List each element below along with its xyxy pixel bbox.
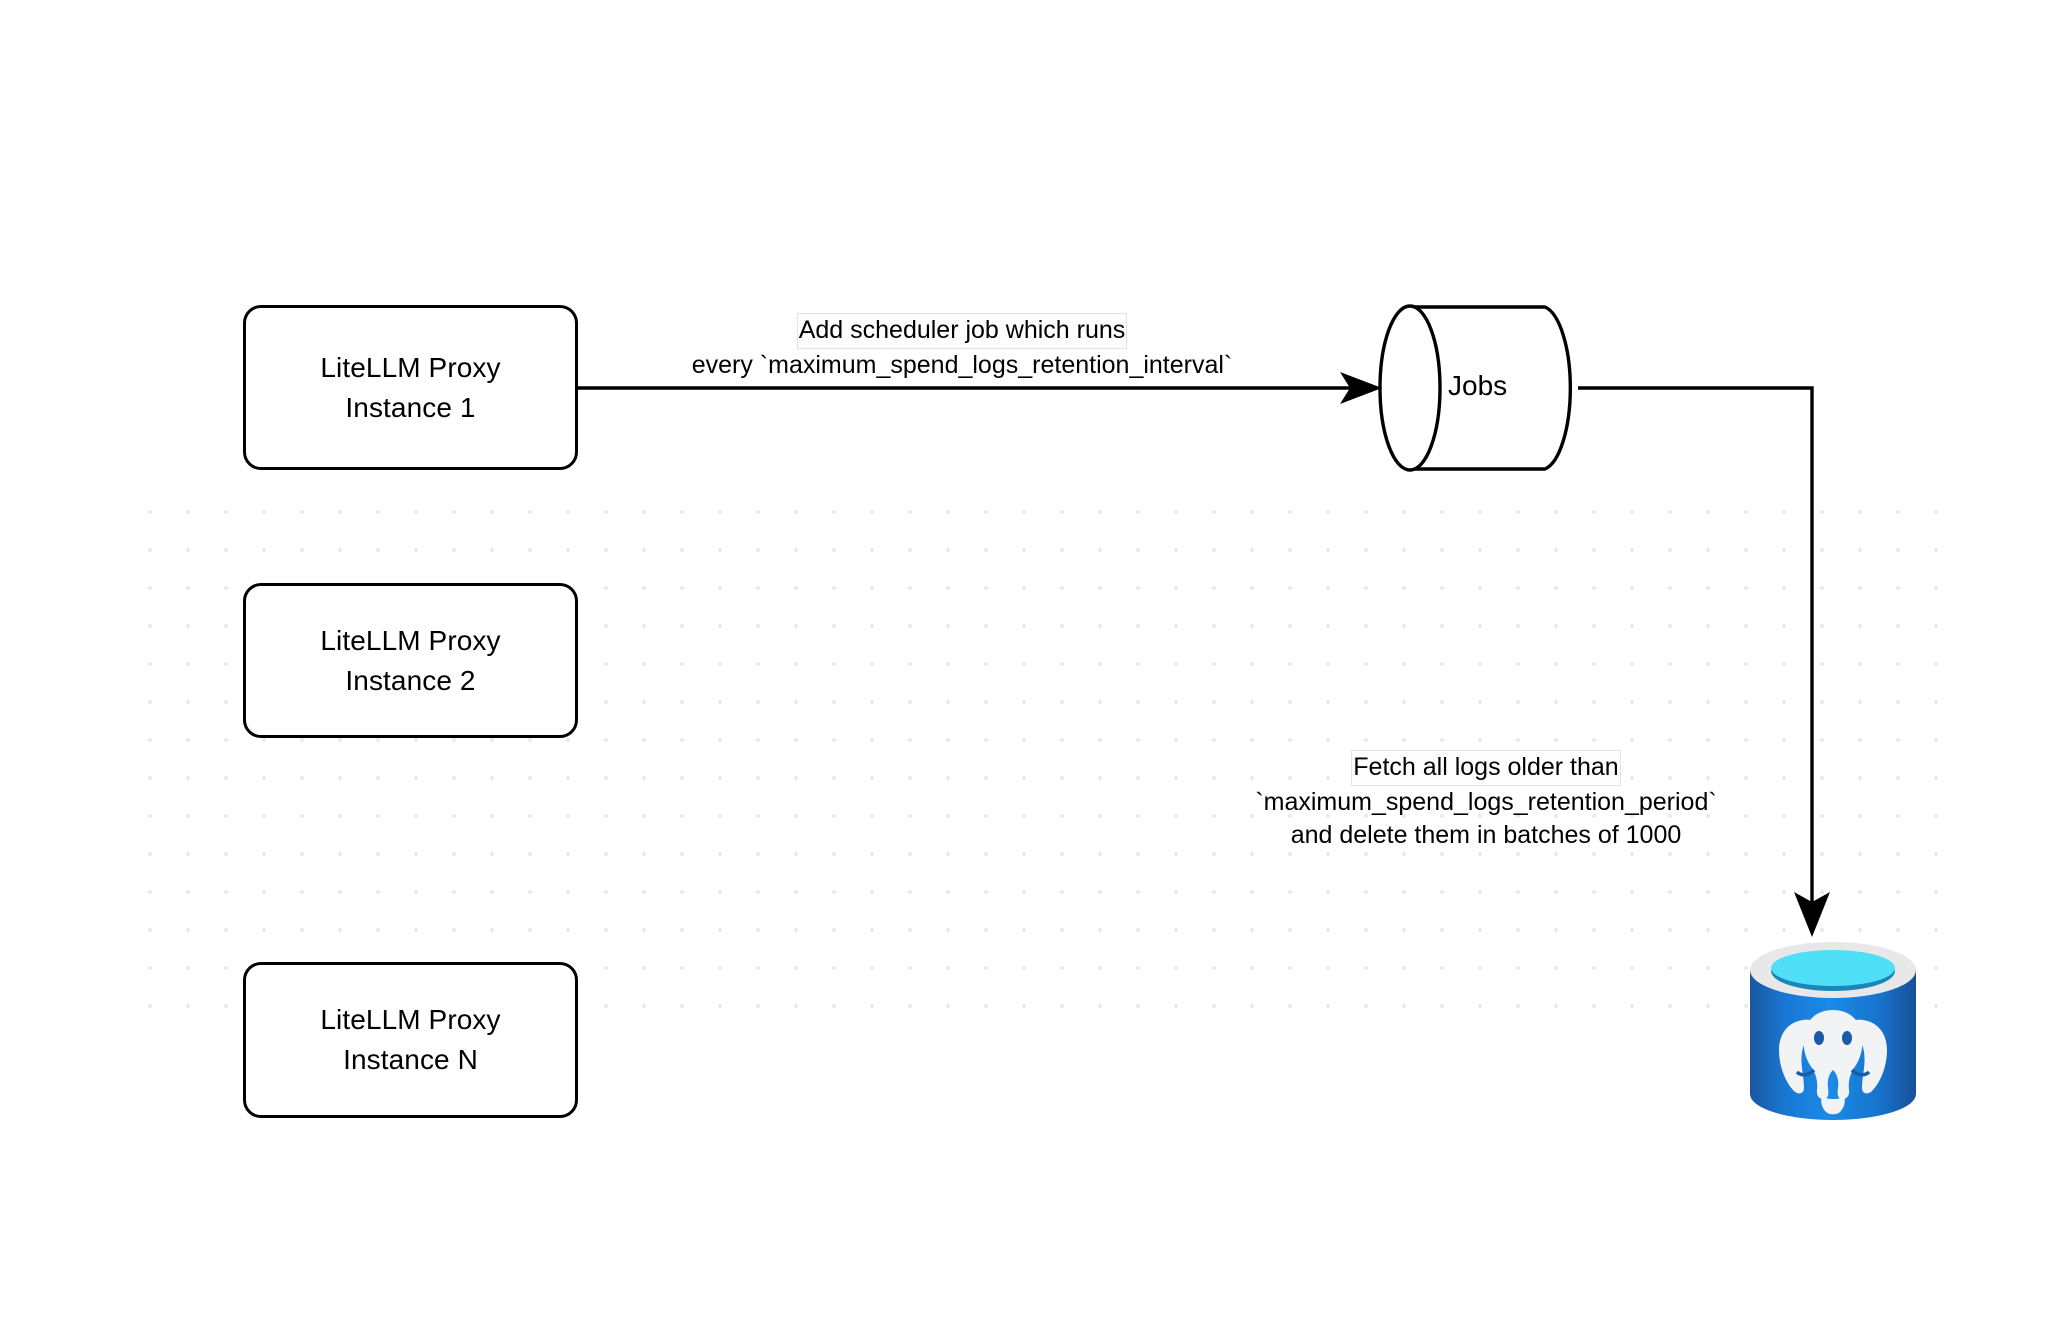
node-label-line: Instance 1 <box>345 391 476 423</box>
edge-label-line-highlighted: Add scheduler job which runs <box>796 313 1128 349</box>
node-proxy-instance-1[interactable]: LiteLLM Proxy Instance 1 <box>243 305 578 470</box>
node-label-line: Instance N <box>343 1044 478 1075</box>
edge-label-line: every `maximum_spend_logs_retention_inte… <box>691 350 1233 379</box>
node-label-line: Instance 2 <box>345 664 476 696</box>
edge-label-scheduler: Add scheduler job which runs every `maxi… <box>612 313 1312 382</box>
node-proxy-instance-2[interactable]: LiteLLM Proxy Instance 2 <box>243 583 578 738</box>
node-jobs-label: Jobs <box>1448 370 1508 401</box>
postgres-elephant-eyes <box>1814 1031 1852 1045</box>
edge-label-line-highlighted: Fetch all logs older than <box>1351 750 1621 786</box>
jobs-cylinder-shape <box>1378 304 1572 472</box>
edge-label-line: and delete them in batches of 1000 <box>1290 821 1682 849</box>
edge-label-line: `maximum_spend_logs_retention_period` <box>1255 787 1717 816</box>
node-label-line: LiteLLM Proxy <box>320 1004 501 1036</box>
node-label-line: LiteLLM Proxy <box>320 351 501 383</box>
postgres-elephant-tusks <box>1795 1068 1871 1077</box>
edge-label-retention: Fetch all logs older than `maximum_spend… <box>1246 750 1726 853</box>
edge-scheduler-arrow <box>578 372 1382 404</box>
node-label-line: LiteLLM Proxy <box>320 624 501 656</box>
postgres-database-icon[interactable] <box>1744 936 1922 1126</box>
node-proxy-instance-n[interactable]: LiteLLM Proxy Instance N <box>243 962 578 1118</box>
edge-retention-arrow <box>1578 386 1830 937</box>
